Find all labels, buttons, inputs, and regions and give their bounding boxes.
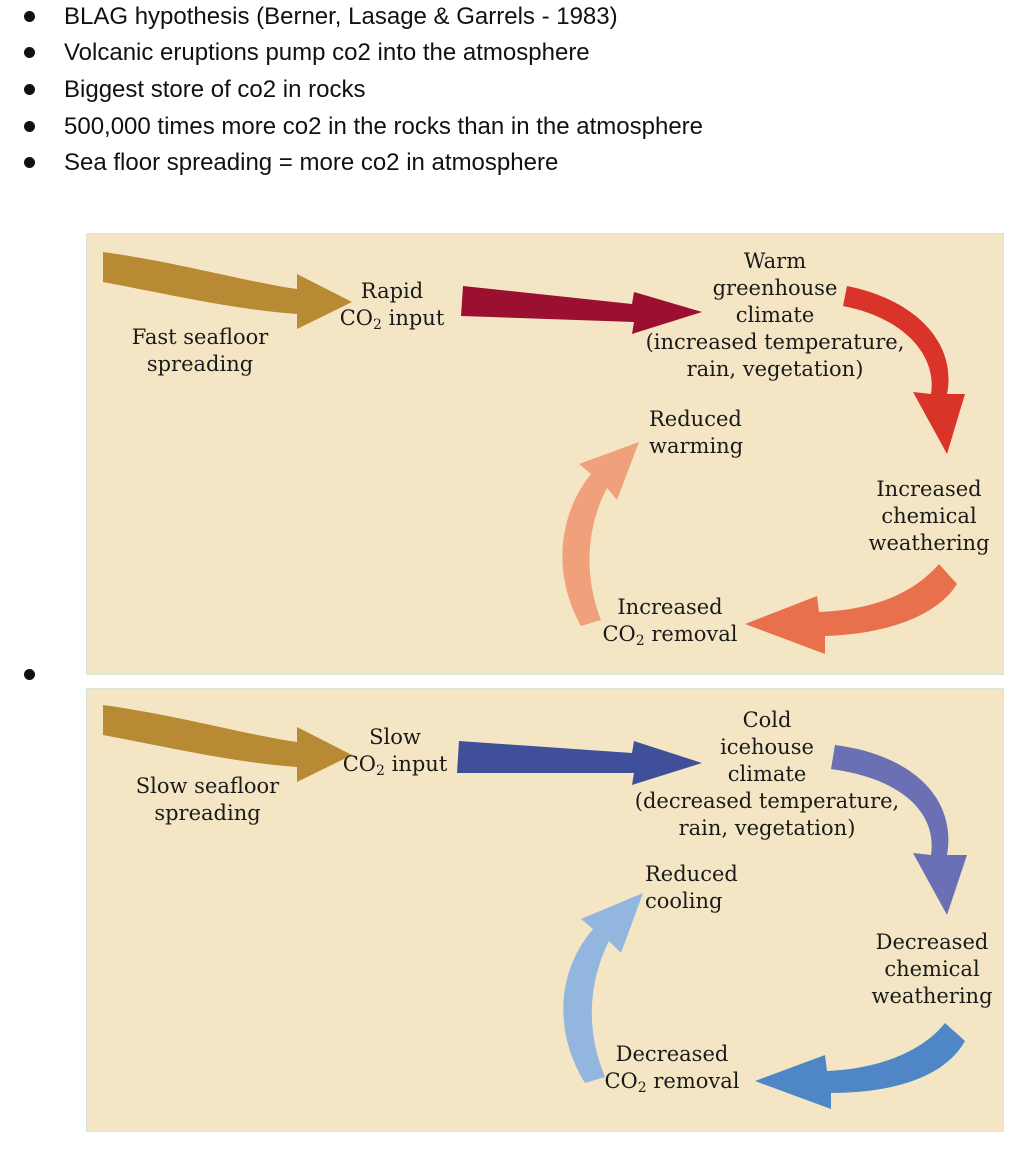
co2-input-arrow [457,741,702,785]
bullet-dot [24,11,35,22]
removal-to-feedback-arrow [562,442,639,626]
fast-seafloor-spreading-label: Fast seafloor spreading [131,325,269,376]
cooling-to-weathering-arrow [831,745,967,915]
bullet-item: BLAG hypothesis (Berner, Lasage & Garrel… [0,0,1000,36]
warming-to-weathering-arrow [843,286,965,454]
bullet-text: Biggest store of co2 in rocks [64,76,366,103]
bullet-dot [24,121,35,132]
seafloor-spreading-arrow [103,252,352,329]
seafloor-spreading-arrow [103,705,352,782]
rapid-co2-input-label: Rapid CO2 input [339,279,445,333]
bullet-text: Volcanic eruptions pump co2 into the atm… [64,39,590,66]
bullet-text: Sea floor spreading = more co2 in atmosp… [64,149,559,176]
icehouse-arrows [103,705,967,1109]
cold-icehouse-climate-label: Cold icehouse climate (decreased tempera… [634,708,900,840]
reduced-warming-label: Reduced warming [649,407,744,458]
greenhouse-diagram-panel: Fast seafloor spreading Rapid CO2 input … [86,233,1004,675]
weathering-to-removal-arrow [755,1023,965,1109]
greenhouse-arrows [103,252,965,654]
bullet-item: Volcanic eruptions pump co2 into the atm… [0,36,1000,72]
bullet-dot [24,47,35,58]
bullet-item: Sea floor spreading = more co2 in atmosp… [0,146,1000,182]
bullet-dot [24,157,35,168]
slow-seafloor-spreading-label: Slow seafloor spreading [135,774,280,825]
bullet-item: 500,000 times more co2 in the rocks than… [0,110,1000,146]
decreased-chemical-weathering-label: Decreased chemical weathering [871,930,993,1008]
slow-co2-input-label: Slow CO2 input [342,725,448,779]
decreased-co2-removal-label: Decreased CO2 removal [604,1042,740,1096]
bullet-dot [24,84,35,95]
bullet-dot [24,669,35,680]
warm-greenhouse-climate-label: Warm greenhouse climate (increased tempe… [645,249,905,381]
bullet-item: Biggest store of co2 in rocks [0,73,1000,109]
icehouse-diagram-panel: Slow seafloor spreading Slow CO2 input C… [86,688,1004,1132]
removal-to-feedback-arrow [563,893,643,1083]
bullet-text: 500,000 times more co2 in the rocks than… [64,113,704,140]
reduced-cooling-label: Reduced cooling [645,862,738,913]
weathering-to-removal-arrow [745,564,957,654]
increased-co2-removal-label: Increased CO2 removal [602,595,738,649]
increased-chemical-weathering-label: Increased chemical weathering [868,477,990,555]
co2-input-arrow [461,286,702,334]
bullet-text: BLAG hypothesis (Berner, Lasage & Garrel… [64,3,618,30]
